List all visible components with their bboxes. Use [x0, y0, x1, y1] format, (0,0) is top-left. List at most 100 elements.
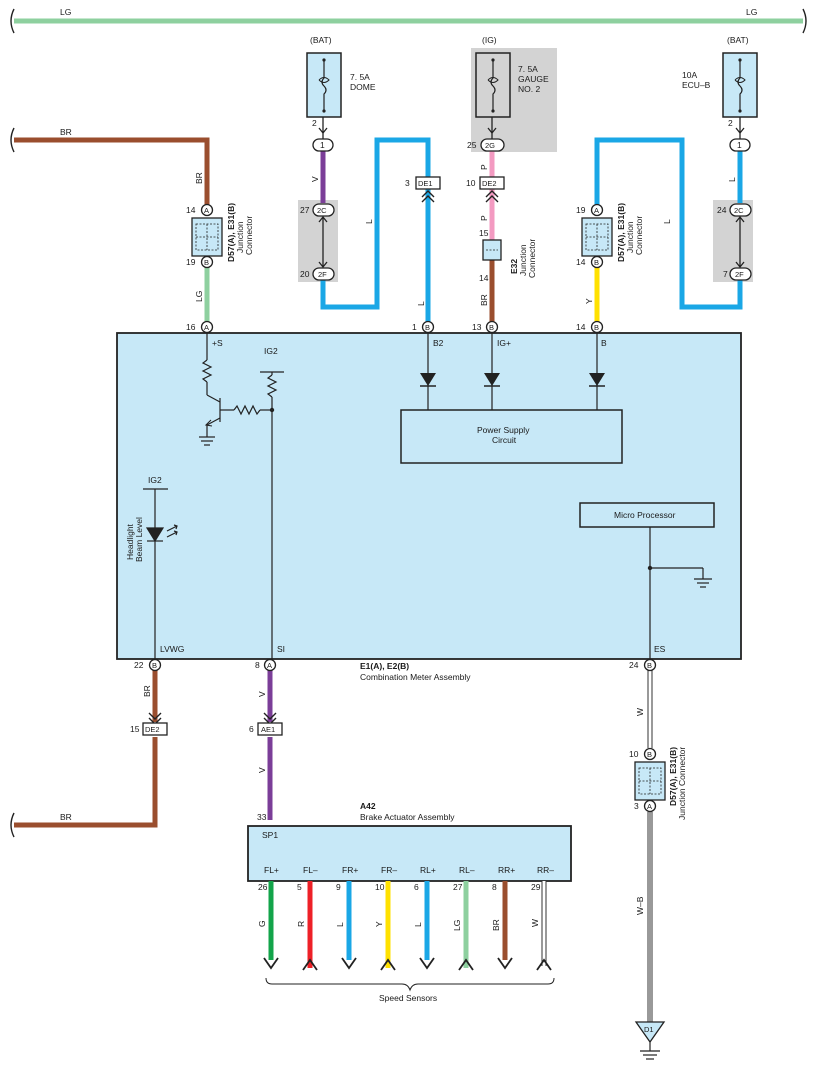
meter-terminal-es-name: ES: [654, 644, 666, 654]
meter-terminal-si: A 8: [255, 658, 277, 672]
combination-meter-assembly: A 16 +S B 1 B2 B 13 IG+ B 14 B: [116, 320, 742, 660]
actuator-terminal-pin: 27: [453, 882, 463, 892]
junction-dot-es: [647, 565, 653, 571]
svg-text:E32: E32: [509, 259, 519, 274]
micro-ground-icon: [649, 527, 712, 659]
actuator-name: Brake Actuator Assembly: [360, 812, 455, 822]
connector-2c-right: 2C 24: [717, 203, 752, 269]
actuator-terminal-rr-plus: RR+8BR: [491, 865, 515, 970]
svg-text:3: 3: [405, 178, 410, 188]
svg-text:B: B: [152, 661, 157, 670]
actuator-terminal-name: RL+: [420, 865, 436, 875]
svg-text:D1: D1: [644, 1025, 654, 1034]
fuse-dome-source: (BAT): [310, 35, 332, 45]
svg-text:B: B: [489, 323, 494, 332]
svg-text:Connector: Connector: [634, 216, 644, 255]
speed-sensors-label: Speed Sensors: [379, 993, 437, 1003]
meter-terminal-es: B 24: [629, 658, 657, 672]
svg-text:A: A: [647, 802, 652, 811]
actuator-wire-label: L: [413, 922, 423, 927]
wire-label-v-dome: V: [310, 176, 320, 182]
fuse-gauge: (IG) 7. 5A GAUGE NO. 2 2G 25: [467, 35, 549, 152]
meter-ig2-label-a: IG2: [264, 346, 278, 356]
svg-text:22: 22: [134, 660, 144, 670]
meter-terminal-s: A 16 +S: [186, 320, 223, 348]
meter-terminal-b2: B 1 B2: [412, 320, 444, 348]
transistor-circuit: [199, 333, 284, 659]
actuator-terminal-fr-plus: FR+9L: [335, 865, 358, 970]
wire-label-lg-s: LG: [194, 291, 204, 302]
actuator-terminal-rl-plus: RL+6L: [413, 865, 436, 970]
svg-text:2F: 2F: [318, 270, 327, 279]
svg-text:14: 14: [576, 257, 586, 267]
headlight-led-icon: [143, 488, 178, 659]
actuator-terminal-fr-minus: FR–10Y: [374, 865, 397, 971]
svg-text:Connector: Connector: [244, 216, 254, 255]
svg-text:A: A: [204, 206, 209, 215]
svg-text:6: 6: [249, 724, 254, 734]
actuator-terminal-name: FR+: [342, 865, 358, 875]
actuator-ref: A42: [360, 801, 376, 811]
diode-b2-icon: [420, 373, 436, 387]
fuse-dome-rating: 7. 5A: [350, 72, 370, 82]
wire-label-l-b2: L: [416, 301, 426, 306]
wire-label-y: Y: [584, 298, 594, 304]
diode-ig-icon: [484, 373, 500, 387]
svg-text:B: B: [204, 258, 209, 267]
actuator-wire-label: L: [335, 922, 345, 927]
svg-text:AE1: AE1: [261, 725, 275, 734]
meter-ref: E1(A), E2(B): [360, 661, 409, 671]
meter-terminal-si-name: SI: [277, 644, 285, 654]
svg-text:1: 1: [412, 322, 417, 332]
svg-text:B: B: [425, 323, 430, 332]
svg-text:16: 16: [186, 322, 196, 332]
svg-text:14: 14: [186, 205, 196, 215]
svg-text:IG+: IG+: [497, 338, 511, 348]
svg-text:Junction: Junction: [625, 221, 635, 253]
diode-circuit: [427, 333, 598, 410]
connector-2c-left: 2C 27: [300, 203, 335, 269]
wire-label-l-ecu: L: [727, 177, 737, 182]
svg-text:10: 10: [466, 178, 476, 188]
fuse-dome-name: DOME: [350, 82, 376, 92]
fuse-dome-pin: 2: [312, 118, 317, 128]
actuator-terminal-pin: 26: [258, 882, 268, 892]
wire-label-wb: W–B: [635, 896, 645, 915]
wire-label-br-vert: BR: [194, 172, 204, 184]
meter-name: Combination Meter Assembly: [360, 672, 471, 682]
wire-label-w: W: [635, 708, 645, 716]
actuator-terminal-name: RR+: [498, 865, 515, 875]
fuse-dome: (BAT) 7. 5A DOME 2 1: [306, 35, 376, 152]
actuator-wire-label: R: [296, 921, 306, 927]
wire-br-bottom: [10, 670, 158, 838]
connector-2f-right: 2F 7: [723, 267, 752, 281]
connector-ae1: AE1 6: [249, 712, 283, 736]
meter-terminal-ig: B 13 IG+: [472, 320, 511, 348]
svg-text:8: 8: [255, 660, 260, 670]
actuator-terminal-pin: 9: [336, 882, 341, 892]
actuator-terminal-name: FL–: [303, 865, 318, 875]
actuator-terminal-name: RL–: [459, 865, 475, 875]
wire-label-l-loop: L: [364, 219, 374, 224]
wire-l-b2: [320, 137, 431, 322]
actuator-terminal-pin: 8: [492, 882, 497, 892]
power-supply-label-1: Power Supply: [477, 425, 530, 435]
svg-text:+S: +S: [212, 338, 223, 348]
svg-text:24: 24: [717, 205, 727, 215]
meter-ig2-label-b: IG2: [148, 475, 162, 485]
actuator-wire-label: LG: [452, 920, 462, 931]
wire-br-top: [10, 127, 210, 208]
diode-b-icon: [589, 373, 605, 387]
actuator-terminal-fl-minus: FL–5R: [296, 865, 318, 971]
ground-d1-icon: D1: [634, 1021, 666, 1060]
connector-de2-bottom: DE2 15: [130, 712, 168, 736]
svg-text:14: 14: [479, 273, 489, 283]
fuse-gauge-conn: 2G: [485, 141, 495, 150]
bus-label-right: LG: [746, 7, 757, 17]
junction-dot-si: [269, 407, 275, 413]
connector-de2-top: DE2 10: [466, 176, 505, 203]
micro-processor-label: Micro Processor: [614, 510, 676, 520]
fuse-ecu-rating: 10A: [682, 70, 697, 80]
svg-text:D57(A), E31(B): D57(A), E31(B): [616, 203, 626, 262]
